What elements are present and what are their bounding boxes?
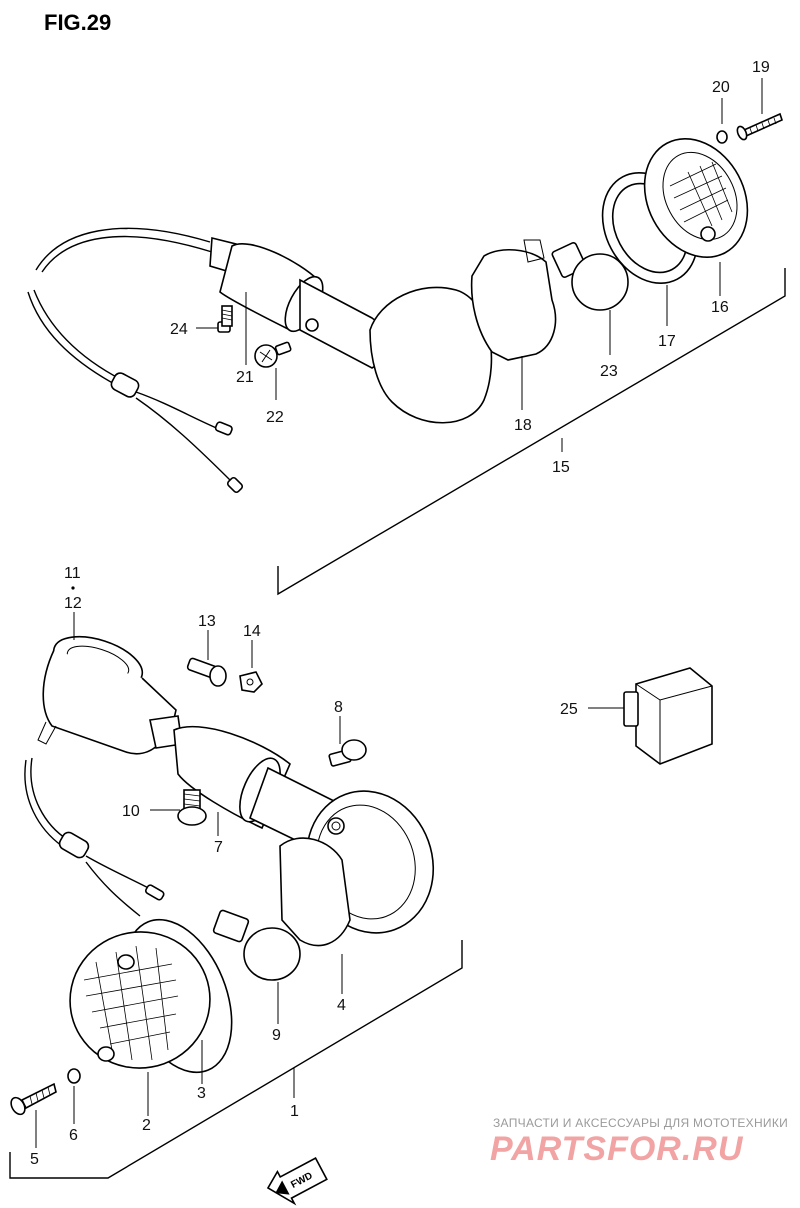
- lower-assembly-bracket: [9, 940, 463, 1179]
- relay-25: [623, 667, 713, 765]
- callout-24: 24: [170, 321, 188, 338]
- lower-lens-2: [69, 918, 233, 1074]
- lower-screw-13: [186, 657, 227, 687]
- callout-14: 14: [243, 623, 261, 640]
- upper-bolt-24: [217, 305, 233, 333]
- callout-23: 23: [600, 363, 618, 380]
- callout-1: 1: [290, 1103, 299, 1120]
- upper-screw-22: [254, 341, 292, 368]
- figure-title: FIG.29: [44, 10, 111, 35]
- callout-8: 8: [334, 699, 343, 716]
- callout-15: 15: [552, 459, 570, 476]
- callout-20: 20: [712, 79, 730, 96]
- callout-labels: 1 2 3 4 5 6 7 8 9 10 11 12 13 14 15 16 1…: [30, 59, 770, 1168]
- upper-turn-signal-body: [209, 236, 493, 424]
- upper-lens-16: [643, 138, 749, 258]
- callout-4: 4: [337, 997, 346, 1014]
- upper-washer-20: [716, 130, 728, 144]
- lower-bulb-9: [212, 909, 301, 981]
- lower-clip-14: [239, 671, 263, 693]
- watermark-line1: ЗАПЧАСТИ И АКСЕССУАРЫ ДЛЯ МОТОТЕХНИКИ: [493, 1116, 788, 1130]
- callout-25: 25: [560, 701, 578, 718]
- callout-16: 16: [711, 299, 729, 316]
- callout-21: 21: [236, 369, 254, 386]
- lower-screw-10: [177, 789, 207, 826]
- callout-dot: [71, 586, 75, 590]
- callout-2: 2: [142, 1117, 151, 1134]
- lower-stay-11-12: [37, 635, 177, 755]
- lower-wiring: [24, 757, 165, 917]
- lower-leader-lines: [35, 586, 624, 1148]
- lower-housing-4: [279, 790, 435, 947]
- watermark: ЗАПЧАСТИ И АКСЕССУАРЫ ДЛЯ МОТОТЕХНИКИ PA…: [490, 1116, 788, 1168]
- callout-10: 10: [122, 803, 140, 820]
- lower-screw-5: [10, 1082, 57, 1116]
- callout-19: 19: [752, 59, 770, 76]
- callout-13: 13: [198, 613, 216, 630]
- callout-7: 7: [214, 839, 223, 856]
- callout-5: 5: [30, 1151, 39, 1168]
- callout-12: 12: [64, 595, 82, 612]
- callout-17: 17: [658, 333, 676, 350]
- upper-socket-18: [470, 239, 557, 361]
- watermark-line2: PARTSFOR.RU: [490, 1130, 744, 1168]
- upper-leader-lines: [196, 78, 763, 452]
- fwd-direction-badge: FWD: [266, 1157, 328, 1206]
- upper-screw-19: [736, 112, 783, 141]
- callout-11: 11: [64, 565, 81, 582]
- upper-assembly-bracket: [277, 268, 786, 596]
- upper-bulb-23: [551, 242, 629, 311]
- lower-screw-8: [328, 739, 367, 767]
- lower-washer-6: [67, 1068, 81, 1084]
- callout-18: 18: [514, 417, 532, 434]
- callout-3: 3: [197, 1085, 206, 1102]
- upper-wiring: [27, 227, 244, 494]
- callout-9: 9: [272, 1027, 281, 1044]
- callout-6: 6: [69, 1127, 78, 1144]
- callout-22: 22: [266, 409, 284, 426]
